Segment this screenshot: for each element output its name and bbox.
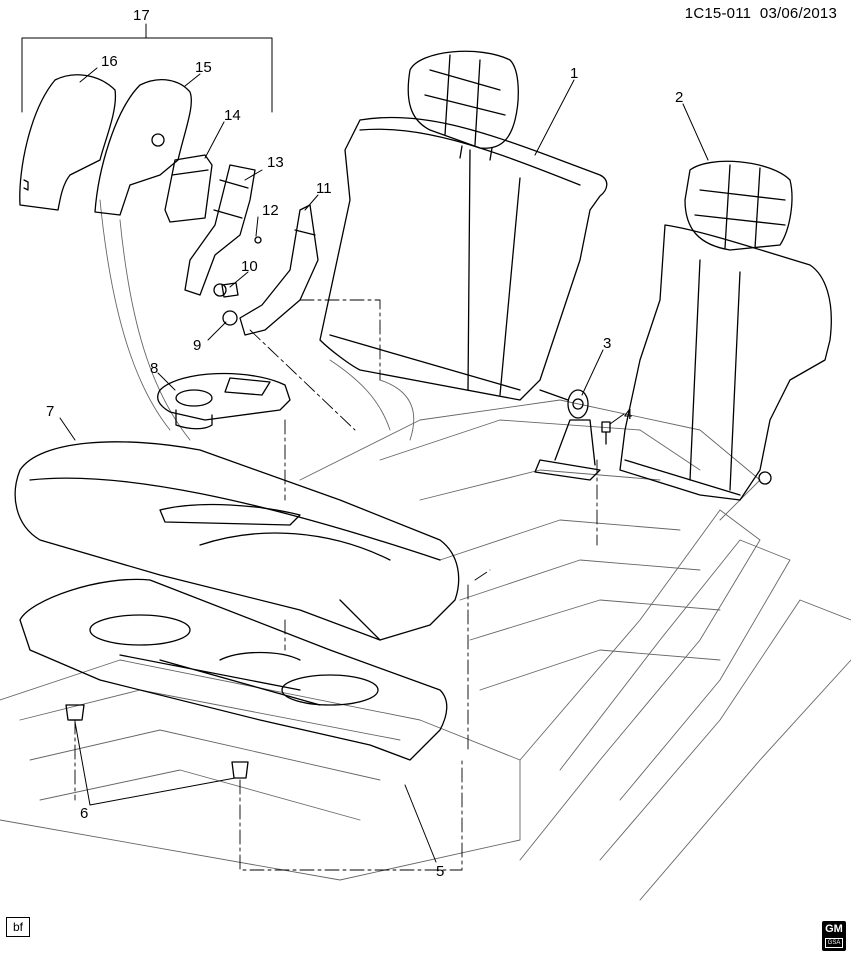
callout-9: 9 [193,337,201,354]
diagram-date: 03/06/2013 [759,5,837,22]
seat-cushion-cover [14,441,460,641]
callout-13: 13 [267,154,284,171]
seat-back-right [619,224,832,501]
callout-2: 2 [675,89,683,106]
callout-12: 12 [262,202,279,219]
cup-holder-insert [157,372,291,430]
plug-right [231,761,249,779]
leader-lines [21,23,709,863]
callout-7: 7 [46,403,54,420]
callout-6: 6 [80,805,88,822]
headrest-left [407,50,519,161]
callout-15: 15 [195,59,212,76]
callout-1: 1 [570,65,578,82]
headrest-right [684,160,793,251]
clip [254,236,262,244]
gm-logo-sub: GSA [825,938,843,948]
callout-14: 14 [224,107,241,124]
callout-3: 3 [603,335,611,352]
gm-logo: GM GSA [822,921,846,951]
callout-5: 5 [436,863,444,880]
seat-back-left [319,116,608,401]
seat-cushion-frame [19,578,448,761]
bolt [601,421,611,445]
callout-16: 16 [101,53,118,70]
floor-pan [0,199,851,901]
callout-11: 11 [316,180,332,197]
nut [222,310,238,326]
plug-left [65,704,85,721]
hinge-bracket [534,389,601,481]
armrest-cover-outer [19,74,117,211]
screw [221,282,239,298]
callout-10: 10 [241,258,258,275]
gm-logo-text: GM [825,923,843,935]
assembly-lines [74,299,598,871]
armrest-bracket [184,164,256,297]
armrest-cover-inner [94,79,192,216]
stamp-box: bf [6,917,30,937]
armrest-hinge [239,204,319,336]
diagram-code: 1C15-011 [684,5,752,22]
callout-4: 4 [624,406,632,423]
latch-cover [164,154,213,223]
callout-17: 17 [133,7,150,24]
diagram-header: 1C15-011 03/06/2013 [685,5,837,22]
callout-8: 8 [150,360,158,377]
